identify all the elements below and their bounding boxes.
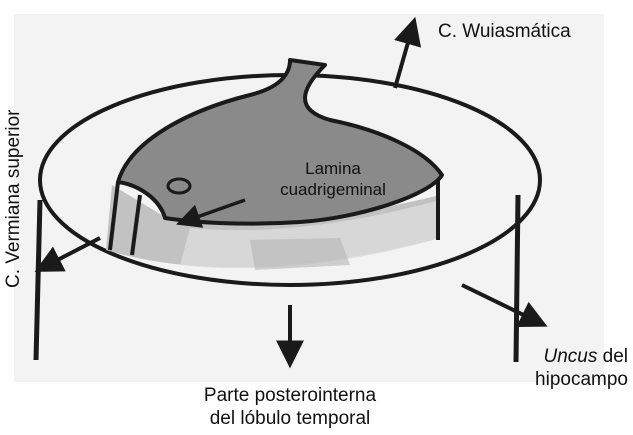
- label-hipocampo: hipocampo: [500, 368, 628, 391]
- label-parte-line2: del lóbulo temporal: [150, 407, 430, 430]
- label-uncus-hipocampo: Uncus del hipocampo: [500, 345, 628, 391]
- label-parte-line1: Parte posterointerna: [150, 384, 430, 407]
- cylinder-bottom-shade: [250, 238, 350, 270]
- label-lamina-cuadrigeminal: Lamina cuadrigeminal: [263, 158, 403, 200]
- label-uncus-line1: Uncus del: [500, 345, 628, 368]
- label-vermiana-superior: C. Vermiana superior: [2, 110, 25, 288]
- leg-right: [516, 195, 518, 362]
- label-lamina-line1: Lamina: [263, 158, 403, 179]
- label-lamina-line2: cuadrigeminal: [263, 179, 403, 200]
- label-uncus-italic: Uncus: [544, 346, 598, 367]
- label-uncus-del: del: [597, 346, 628, 367]
- label-wuiasmatica: C. Wuiasmática: [438, 20, 571, 43]
- label-parte-posterointerna: Parte posterointerna del lóbulo temporal: [150, 384, 430, 430]
